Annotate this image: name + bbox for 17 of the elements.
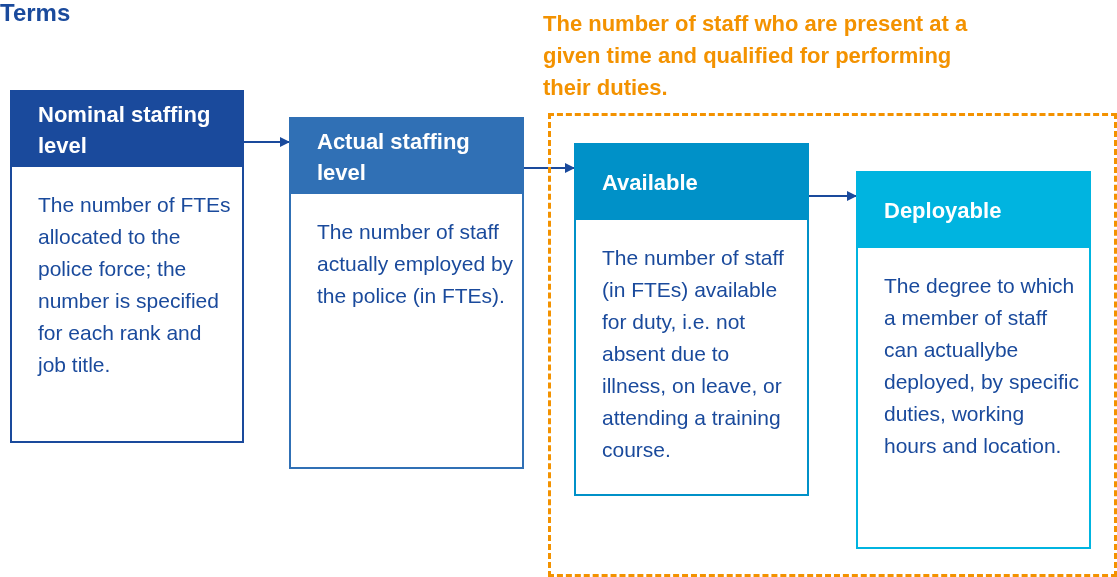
group-heading: The number of staff who are present at a given time and qualified for performing their duties. (543, 10, 969, 102)
process-box (574, 143, 809, 496)
box-description: The number of staff (in FTEs) available for duty, i.e. not absent due to illness, on leave, or attending a training course. (601, 245, 785, 463)
arrow (808, 191, 857, 201)
box-description: The number of FTEs allocated to the police force; the number is specified for each rank and job title. (36, 192, 232, 378)
box-heading: Actual staffing level (291, 119, 522, 194)
process-box (10, 90, 244, 443)
box-heading: Nominal staffing level (12, 92, 242, 167)
page-title: Terms (0, 0, 71, 26)
box-description: The number of staff actually employed by the police (in FTEs). (316, 219, 515, 309)
box-heading: Deployable (858, 173, 1089, 248)
box-heading: Available (576, 145, 807, 220)
process-box (856, 171, 1091, 549)
arrow (243, 137, 290, 147)
box-description: The degree to which a member of staff can actuallybe deployed, by specific duties, working hours and location. (883, 273, 1080, 459)
arrow (523, 163, 575, 173)
process-box (289, 117, 524, 469)
